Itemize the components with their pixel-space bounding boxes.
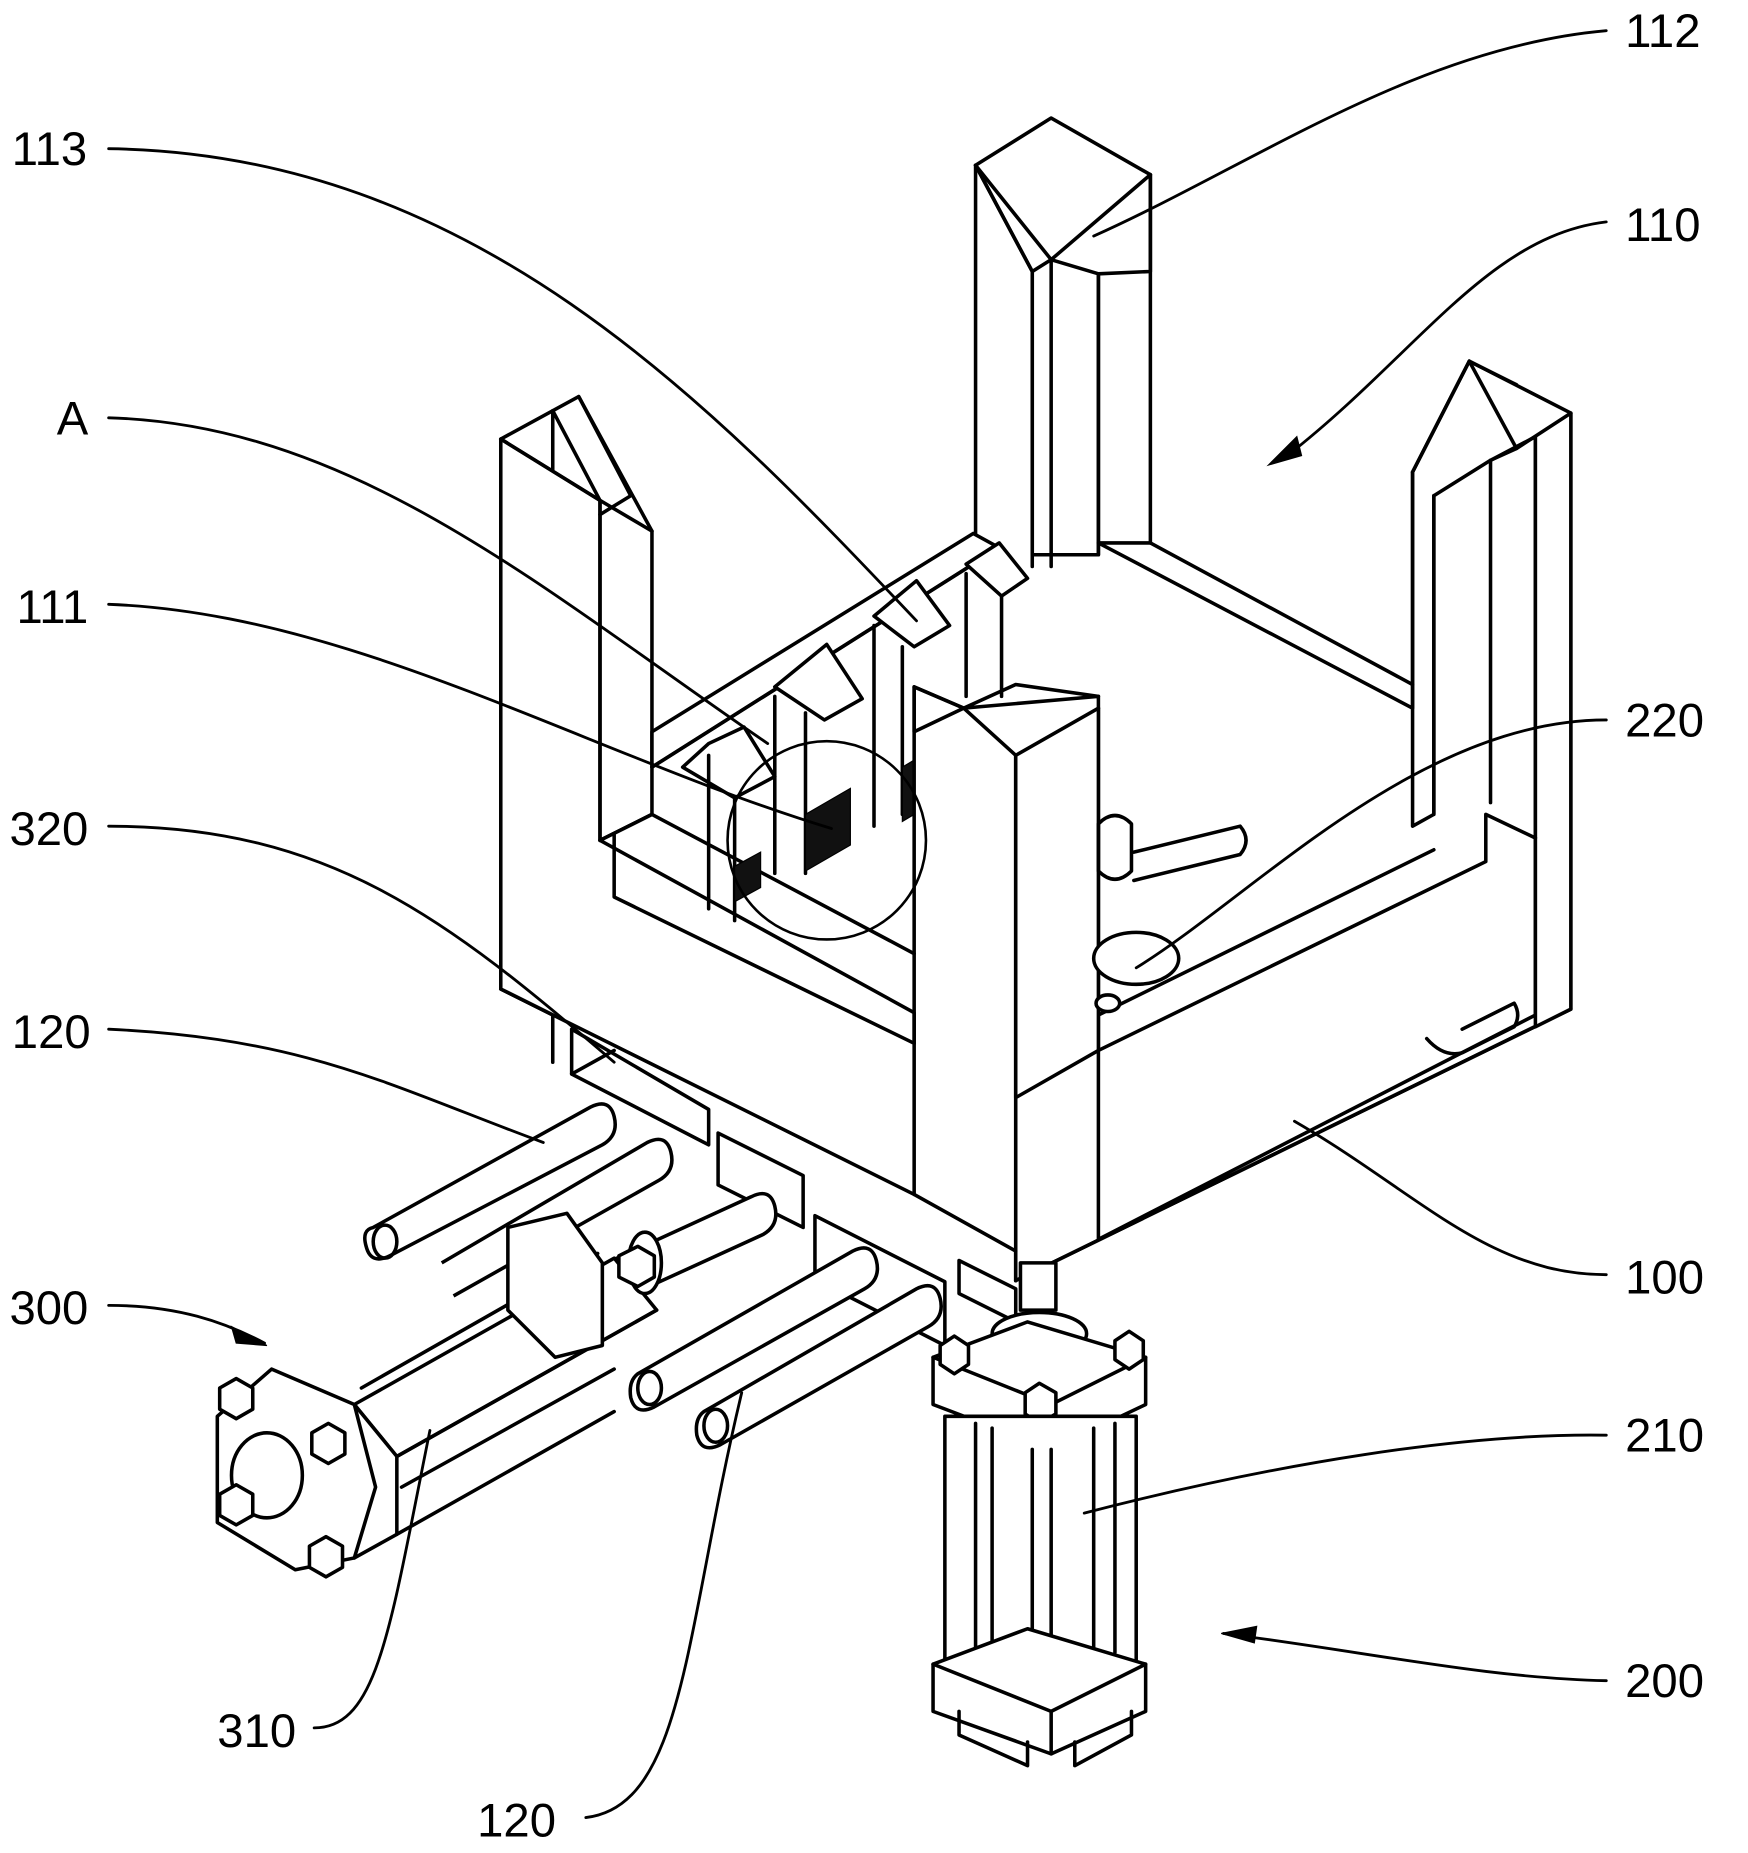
horizontal-cylinder bbox=[215, 1211, 664, 1579]
label-120b: 120 bbox=[477, 1794, 556, 1847]
detail-circle-a bbox=[726, 739, 928, 941]
leader-310 bbox=[312, 1429, 432, 1730]
leader-100 bbox=[1293, 1119, 1608, 1277]
leader-110 bbox=[1285, 220, 1608, 457]
vertical-cylinder bbox=[931, 1261, 1148, 1768]
arrow-110-icon bbox=[1266, 435, 1303, 467]
leader-A bbox=[107, 416, 770, 745]
label-200: 200 bbox=[1625, 1655, 1704, 1708]
upper-frame bbox=[1096, 470, 1415, 710]
leader-112 bbox=[1092, 29, 1608, 238]
piston-head bbox=[1091, 813, 1248, 1014]
comb-assembly bbox=[650, 531, 1030, 923]
leader-lines bbox=[107, 29, 1608, 1820]
right-post bbox=[1410, 359, 1573, 1029]
label-210: 210 bbox=[1625, 1410, 1704, 1463]
leader-111 bbox=[107, 602, 833, 830]
leader-200 bbox=[1222, 1632, 1608, 1683]
leader-320 bbox=[107, 824, 616, 1064]
guide-rods bbox=[363, 1102, 943, 1450]
label-110: 110 bbox=[1625, 199, 1700, 252]
leader-220 bbox=[1134, 718, 1608, 970]
leader-120b bbox=[584, 1391, 744, 1820]
arrow-300-icon bbox=[230, 1325, 268, 1347]
leader-120a bbox=[107, 1027, 545, 1144]
label-310: 310 bbox=[217, 1705, 296, 1758]
label-100: 100 bbox=[1625, 1252, 1704, 1305]
front-corner-post bbox=[912, 682, 1101, 1283]
center-post bbox=[973, 116, 1153, 569]
label-111: 111 bbox=[17, 581, 89, 634]
label-300: 300 bbox=[9, 1282, 88, 1335]
leader-210 bbox=[1082, 1433, 1608, 1515]
labels: 112 113 110 A 111 220 320 120 300 100 21… bbox=[9, 5, 1704, 1847]
label-320: 320 bbox=[9, 803, 88, 856]
label-113: 113 bbox=[12, 123, 87, 176]
label-220: 220 bbox=[1625, 694, 1704, 747]
label-112: 112 bbox=[1625, 5, 1700, 58]
arrow-200-icon bbox=[1221, 1625, 1258, 1644]
label-A: A bbox=[57, 392, 89, 445]
label-120a: 120 bbox=[12, 1006, 91, 1059]
leader-113 bbox=[107, 147, 918, 623]
arrowheads bbox=[230, 435, 1303, 1644]
right-foot bbox=[1424, 1001, 1520, 1056]
